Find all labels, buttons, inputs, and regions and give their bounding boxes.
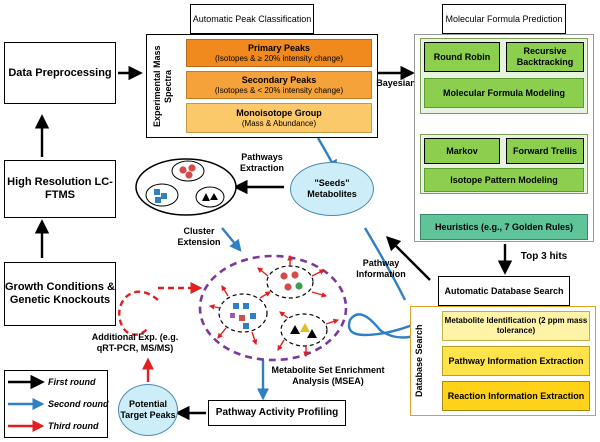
legend-first-label: First round (48, 377, 96, 387)
recursive-box: Recursive Backtracking (506, 42, 584, 72)
heuristics-label: Heuristics (e.g., 7 Golden Rules) (434, 221, 574, 232)
pathway-activity-box: Pathway Activity Profiling (208, 400, 346, 426)
mf-modeling-box: Molecular Formula Modeling (424, 78, 584, 108)
mf-modeling-label: Molecular Formula Modeling (442, 87, 565, 98)
markov-box: Markov (424, 138, 500, 164)
ads-side-label: Database Search (414, 324, 424, 398)
seeds-label: "Seeds" Metabolites (307, 178, 357, 199)
bayesian-label: Bayesian (376, 77, 416, 88)
apc-side-label: Experimental Mass Spectra (152, 45, 173, 127)
isotope-modeling-box: Isotope Pattern Modeling (424, 168, 584, 192)
legend-third: Third round (48, 421, 99, 431)
ads-title-box: Automatic Database Search (438, 276, 570, 306)
legend-second-label: Second round (48, 399, 109, 409)
seeds-ellipse: "Seeds" Metabolites (290, 162, 374, 216)
recursive-label: Recursive Backtracking (516, 46, 574, 67)
legend-box (4, 370, 108, 438)
mfp-title: Molecular Formula Prediction (445, 13, 563, 24)
round-robin-box: Round Robin (424, 42, 500, 72)
pathway-triangle-group (195, 186, 225, 208)
monoisotope-title: Monoisotope Group (236, 107, 322, 118)
primary-peaks-title: Primary Peaks (247, 42, 311, 53)
potential-target-label: Potential Target Peaks (120, 399, 176, 420)
pathway-info-label: Pathway Information Extraction (448, 355, 584, 366)
monoisotope-box: Monoisotope Group (Mass & Abundance) (186, 103, 372, 133)
msea-label: Metabolite Set Enrichment Analysis (MSEA… (271, 365, 385, 386)
blue-seeds-to-cluster-line (363, 227, 407, 301)
red-dashed-loop (118, 290, 159, 336)
ads-title: Automatic Database Search (444, 285, 564, 296)
reaction-info-box: Reaction Information Extraction (442, 381, 590, 411)
secondary-peaks-box: Secondary Peaks (Isotopes & < 20% intens… (186, 71, 372, 99)
arrow-ads-to-heuristics (385, 235, 431, 281)
legend-second: Second round (48, 399, 109, 409)
isotope-modeling-label: Isotope Pattern Modeling (450, 174, 558, 185)
metabolite-id-box: Metabolite Identification (2 ppm mass to… (442, 311, 590, 341)
growth-conditions-box: Growth Conditions & Genetic Knockouts (4, 262, 116, 326)
blue-cluster-extension (221, 227, 242, 252)
cluster-extension-label: Cluster Extension (177, 226, 221, 247)
pathway-activity-label: Pathway Activity Profiling (215, 407, 339, 418)
top3-label: Top 3 hits (520, 251, 568, 262)
high-resolution-box: High Resolution LC-FTMS (4, 160, 116, 218)
pathways-extraction-label: Pathways Extraction (239, 152, 284, 173)
heuristics-box: Heuristics (e.g., 7 Golden Rules) (420, 214, 588, 240)
reaction-info-label: Reaction Information Extraction (447, 390, 585, 401)
legend-first: First round (48, 377, 96, 387)
secondary-peaks-sub: (Isotopes & < 20% intensity change) (214, 85, 344, 95)
pathway-info-box: Pathway Information Extraction (442, 346, 590, 376)
monoisotope-sub: (Mass & Abundance) (241, 118, 317, 128)
apc-title-box: Automatic Peak Classification (190, 4, 314, 34)
additional-exp-label: Additional Exp. (e.g. qRT-PCR, MS/MS) (91, 332, 179, 353)
pathway-red-group (171, 160, 205, 182)
pathway-information-label: Pathway Information (356, 258, 406, 279)
markov-label: Markov (446, 145, 478, 156)
primary-peaks-box: Primary Peaks (Isotopes & ≥ 20% intensit… (186, 39, 372, 67)
data-preprocessing-box: Data Preprocessing (4, 42, 116, 104)
metabolite-id-label: Metabolite Identification (2 ppm mass to… (444, 316, 588, 335)
mfp-title-box: Molecular Formula Prediction (442, 4, 566, 34)
primary-peaks-sub: (Isotopes & ≥ 20% intensity change) (214, 53, 343, 63)
apc-title: Automatic Peak Classification (192, 13, 312, 24)
forward-trellis-label: Forward Trellis (512, 145, 578, 156)
high-resolution-label: High Resolution LC-FTMS (7, 176, 113, 201)
data-preprocessing-label: Data Preprocessing (8, 66, 112, 79)
potential-target-ellipse: Potential Target Peaks (118, 384, 178, 436)
secondary-peaks-title: Secondary Peaks (241, 74, 317, 85)
forward-trellis-box: Forward Trellis (506, 138, 584, 164)
round-robin-label: Round Robin (433, 51, 491, 62)
blue-ads-loop (347, 313, 431, 339)
growth-conditions-label: Growth Conditions & Genetic Knockouts (5, 281, 115, 306)
legend-third-label: Third round (48, 421, 99, 431)
